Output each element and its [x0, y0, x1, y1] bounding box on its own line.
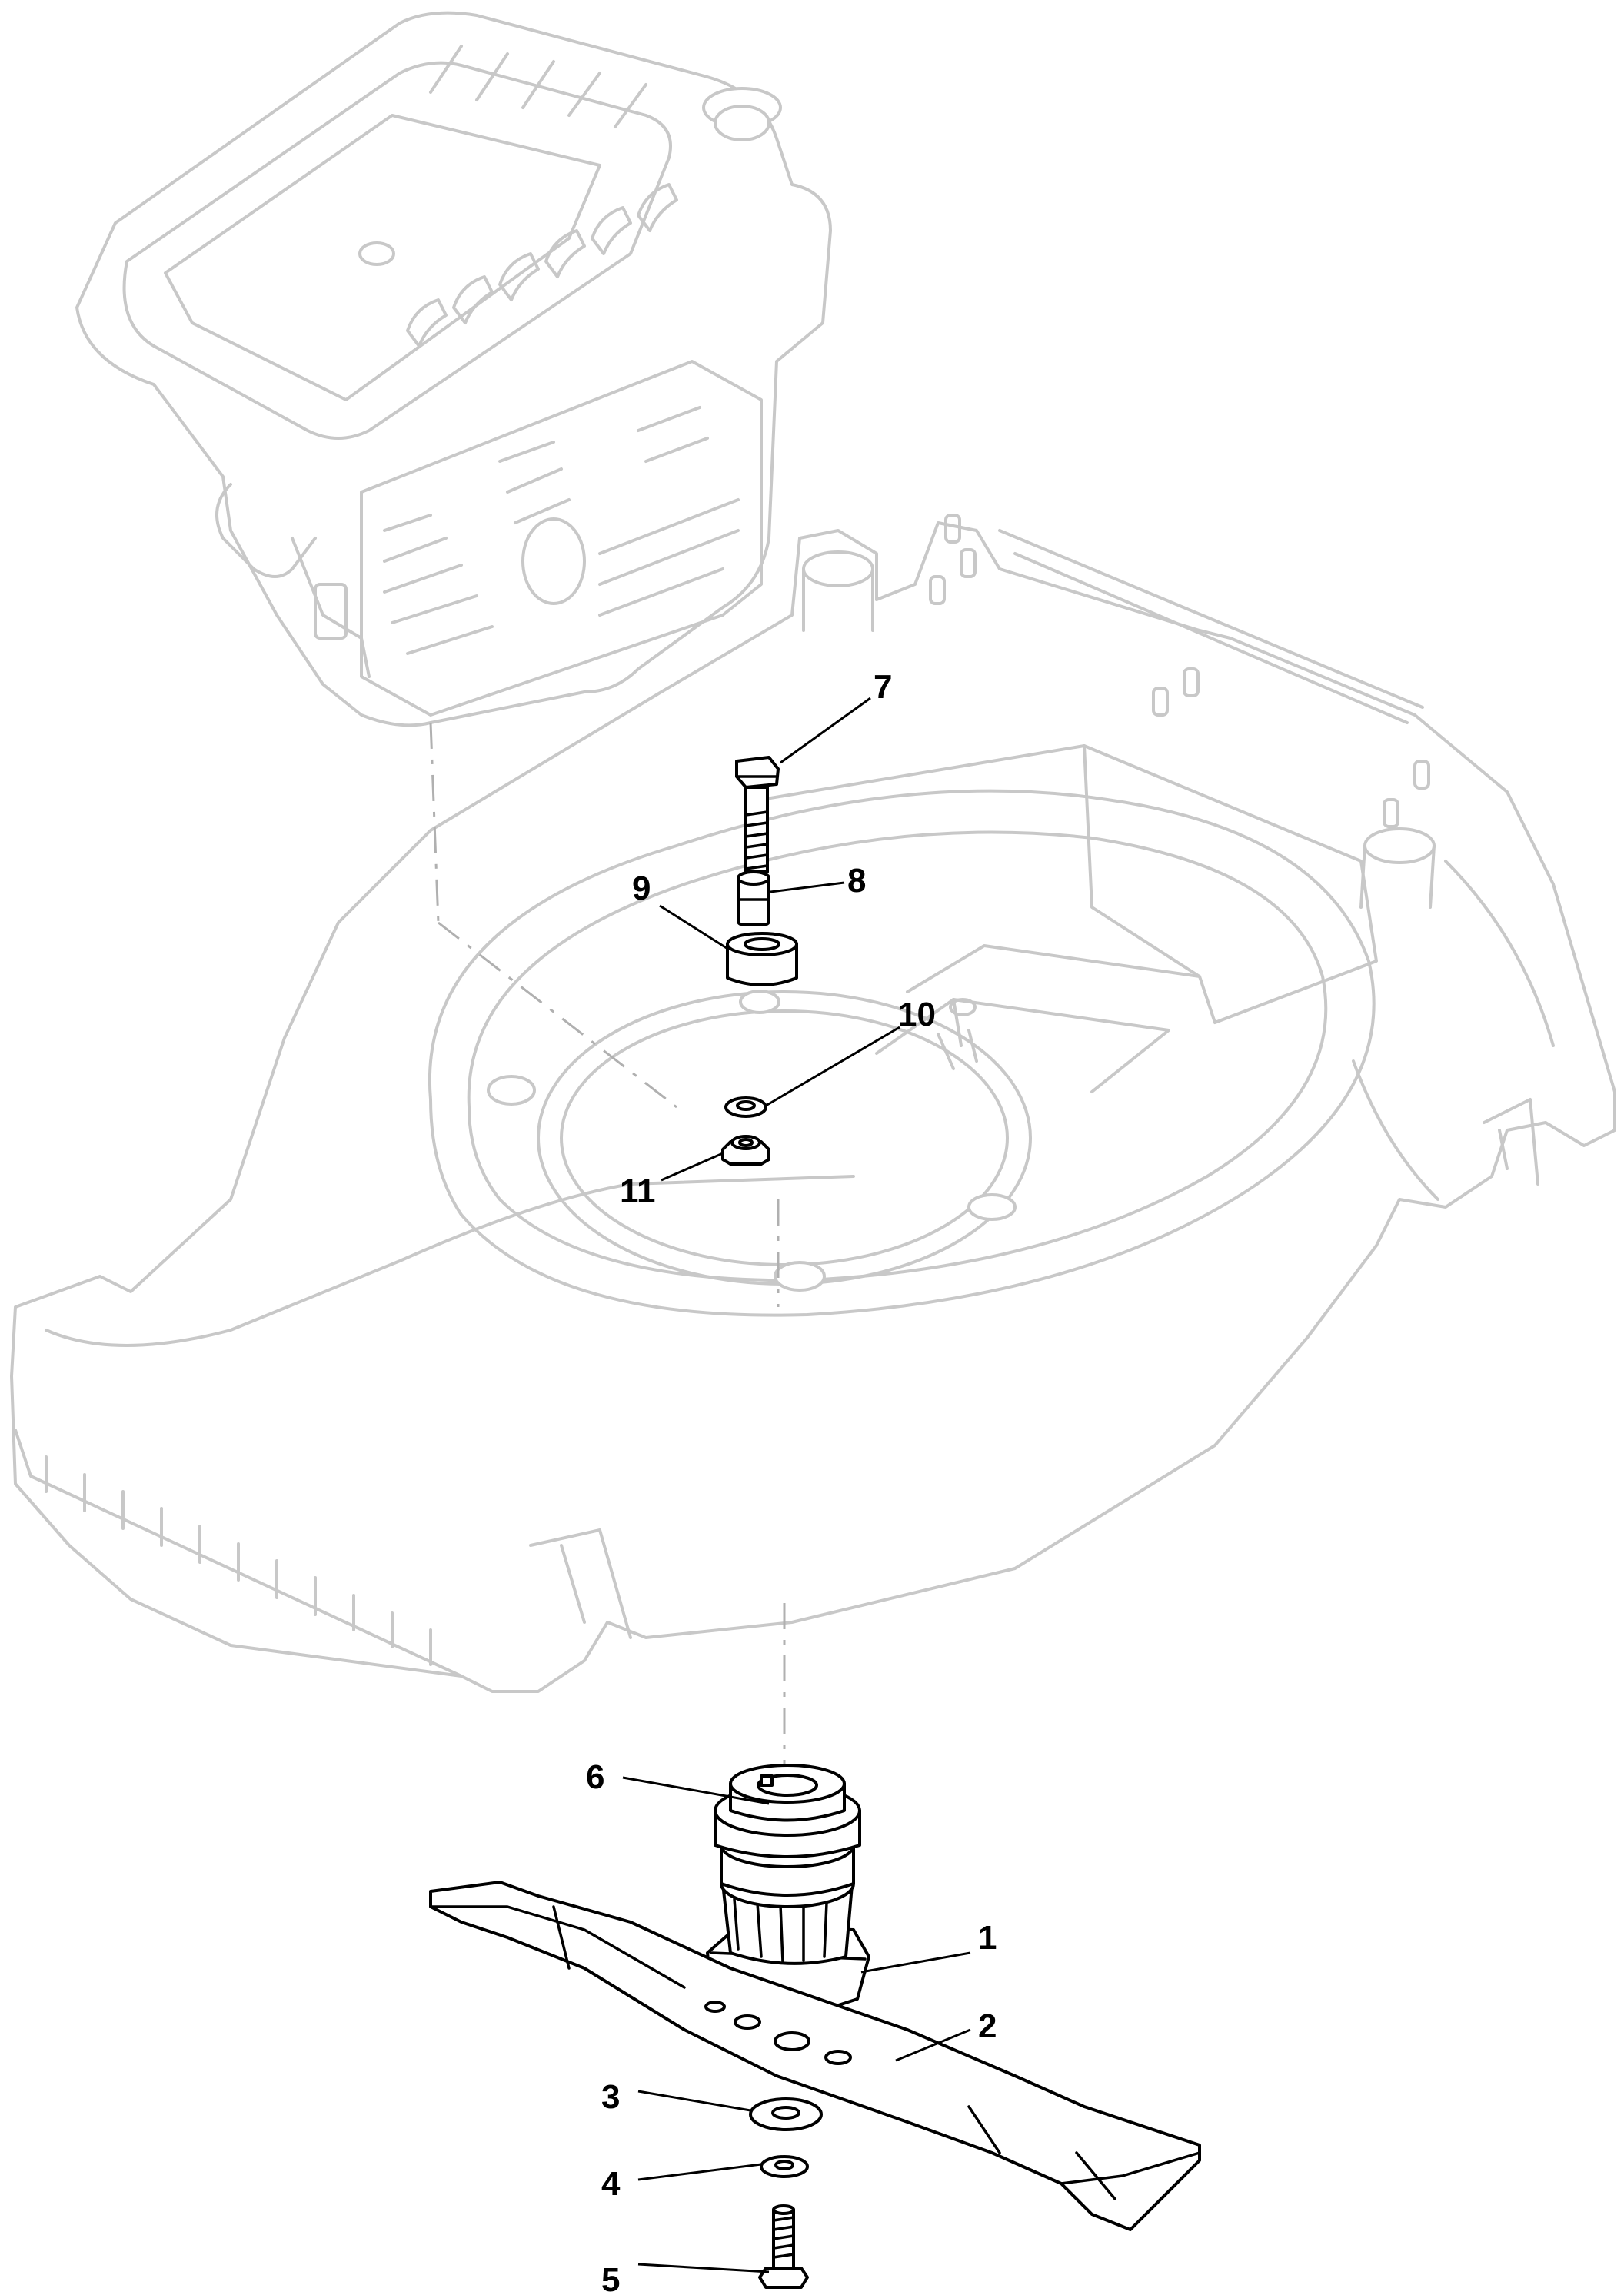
leader-3 — [637, 2090, 751, 2112]
blade-hub-1 — [706, 1764, 870, 2014]
leader-6 — [622, 1776, 770, 1805]
callout-4: 4 — [601, 2165, 621, 2203]
leader-7 — [780, 697, 871, 764]
callout-7: 7 — [874, 668, 892, 706]
leader-lines — [622, 697, 971, 2273]
leader-11 — [661, 1152, 724, 1182]
callout-10: 10 — [898, 996, 936, 1033]
callout-8: 8 — [847, 862, 866, 900]
callout-labels: 1 2 3 4 5 6 7 8 9 10 11 — [586, 668, 997, 2295]
callout-11: 11 — [620, 1172, 656, 1210]
blade-bolt-5 — [758, 2204, 809, 2289]
leader-10 — [765, 1026, 900, 1107]
blade-2 — [429, 1881, 1201, 2231]
washer-10 — [724, 1096, 767, 1118]
engine-ghost — [75, 11, 832, 727]
leader-2 — [895, 2028, 971, 2062]
callout-3: 3 — [601, 2078, 620, 2116]
callout-6: 6 — [586, 1758, 604, 1796]
callout-5: 5 — [601, 2261, 620, 2295]
leader-1 — [860, 1951, 971, 1974]
leader-5 — [637, 2263, 770, 2273]
leader-8 — [770, 881, 845, 893]
leader-4 — [637, 2163, 762, 2181]
callout-1: 1 — [978, 1919, 997, 1957]
callout-2: 2 — [978, 2007, 997, 2045]
nut-11 — [721, 1135, 770, 1166]
lock-washer-4 — [760, 2155, 809, 2178]
leader-9 — [659, 904, 730, 951]
callout-9: 9 — [632, 870, 651, 907]
bushing-9 — [726, 932, 798, 986]
spacer-8 — [737, 870, 770, 926]
washer-3 — [749, 2097, 823, 2131]
mower-deck-ghost — [10, 514, 1616, 1693]
